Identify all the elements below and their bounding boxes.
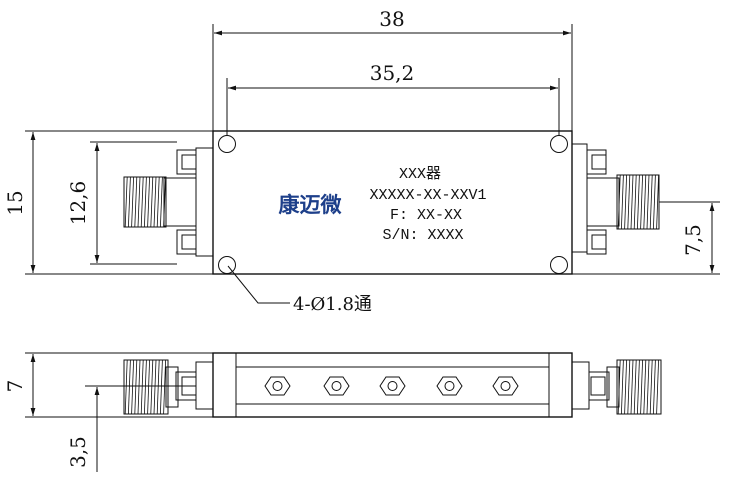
- dimension-side-height: 7: [3, 380, 27, 393]
- frequency-label: F: XX-XX: [390, 207, 462, 224]
- dimension-inner-height: 12,6: [66, 181, 90, 226]
- top-view: [25, 24, 720, 304]
- tuning-screw: [379, 376, 406, 396]
- dimension-overall-height: 15: [3, 190, 27, 215]
- tuning-screws: [264, 376, 519, 396]
- mounting-hole: [550, 256, 568, 274]
- hole-callout-leader: [227, 265, 290, 304]
- model-number: XXXXX-XX-XXV1: [369, 187, 486, 204]
- dimension-overall-width: 38: [379, 7, 404, 31]
- left-sma-connector-side: [123, 359, 214, 415]
- dimension-hole-spacing: 35,2: [370, 61, 415, 85]
- dimension-side-offset: 3,5: [66, 436, 90, 468]
- mounting-holes: [218, 135, 568, 274]
- dimension-connector-offset: 7,5: [681, 224, 705, 256]
- filter-body-side: [212, 352, 573, 418]
- company-logo: 康迈微: [279, 193, 343, 217]
- tuning-screw: [436, 376, 463, 396]
- tuning-screw: [492, 376, 519, 396]
- mounting-hole: [550, 135, 568, 153]
- mounting-hole: [218, 256, 236, 274]
- product-name: XXX器: [399, 166, 441, 183]
- tuning-screw: [264, 376, 291, 396]
- hole-callout: 4-Ø1.8通: [293, 294, 372, 315]
- side-view: [25, 352, 662, 472]
- mounting-hole: [218, 135, 236, 153]
- serial-number: S/N: XXXX: [382, 227, 463, 244]
- left-sma-connector: [123, 147, 214, 257]
- right-sma-connector-side: [571, 359, 662, 415]
- right-sma-connector: [571, 143, 660, 255]
- tuning-screw: [323, 376, 350, 396]
